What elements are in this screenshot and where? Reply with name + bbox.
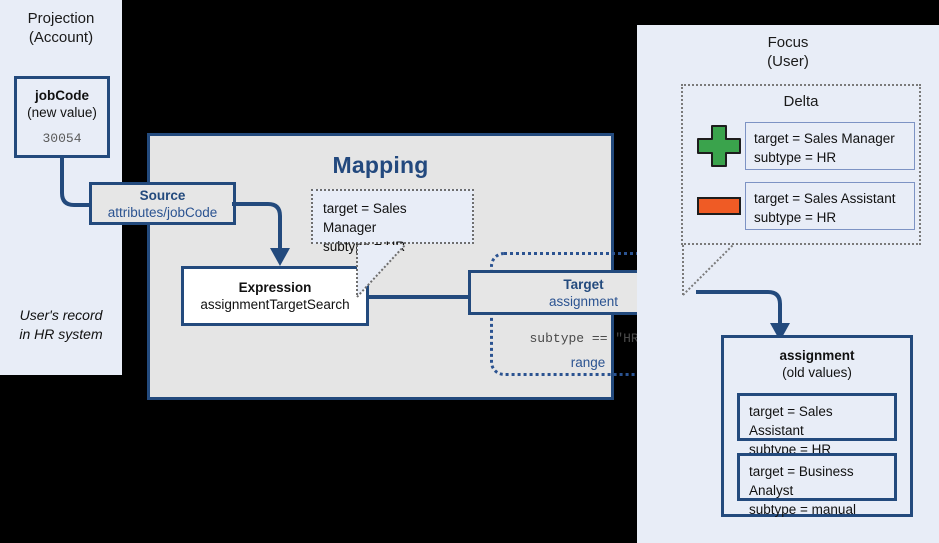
assignment-title: assignment — [779, 348, 855, 363]
jobcode-value: 30054 — [42, 130, 82, 146]
source-box: Source attributes/jobCode — [89, 182, 236, 225]
focus-panel-title: Focus (User) — [767, 34, 809, 70]
plus-icon — [697, 125, 741, 167]
jobcode-qualifier: (new value) — [27, 104, 97, 120]
expression-title: Expression — [238, 280, 312, 295]
connector-jobcode-to-source — [60, 155, 110, 207]
range-condition: subtype == "HR" — [529, 331, 647, 346]
expression-subtitle: assignmentTargetSearch — [200, 297, 350, 312]
target-title: Target — [563, 276, 604, 292]
mapping-title: Mapping — [332, 152, 429, 178]
connector-source-to-expression — [232, 202, 290, 266]
mapping-callout-tail — [356, 244, 406, 298]
range-label: range — [570, 355, 606, 370]
target-subtitle: assignment — [548, 293, 619, 309]
connector-target-to-assignment — [696, 290, 790, 341]
delta-panel — [681, 84, 921, 245]
delta-callout-tail — [682, 244, 734, 296]
expression-box: Expression assignmentTargetSearch — [181, 266, 369, 326]
minus-icon — [697, 197, 741, 215]
connector-expression-to-target — [366, 295, 476, 299]
assignment-row-1: target = Sales Assistant subtype = HR — [737, 393, 897, 457]
jobcode-title: jobCode — [35, 87, 89, 103]
mapping-callout: target = Sales Manager subtype = HR — [311, 189, 474, 254]
jobcode-box: jobCode (new value) 30054 — [14, 76, 110, 158]
delta-row-minus: target = Sales Assistant subtype = HR — [745, 182, 915, 230]
projection-footnote: User's record in HR system — [19, 307, 103, 342]
source-title: Source — [139, 187, 186, 203]
assignment-qualifier: (old values) — [782, 365, 852, 380]
delta-row-plus: target = Sales Manager subtype = HR — [745, 122, 915, 170]
delta-title: Delta — [783, 93, 819, 110]
projection-panel-title: Projection (Account) — [27, 10, 95, 46]
assignment-row-2: target = Business Analyst subtype = manu… — [737, 453, 897, 517]
source-subtitle: attributes/jobCode — [107, 204, 218, 220]
assignment-box: assignment (old values) target = Sales A… — [721, 335, 913, 517]
